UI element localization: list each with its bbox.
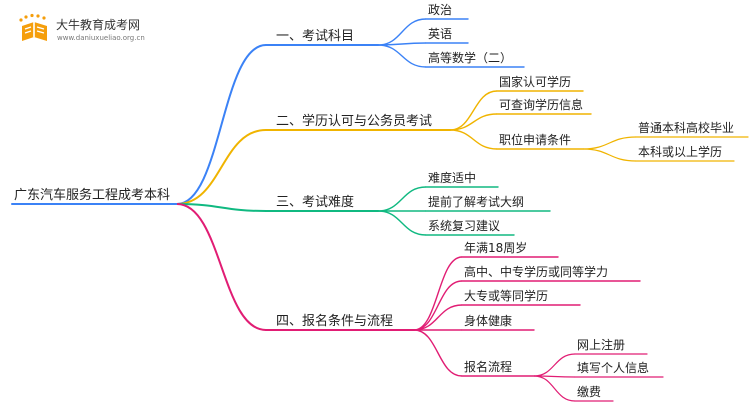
leaf-node-4-1: 年满18周岁	[464, 240, 527, 255]
leaf-node-4-3: 大专或等同学历	[464, 288, 548, 303]
branch-edge-3	[176, 203, 267, 212]
leaf-edge-4-5	[413, 329, 463, 377]
leaf-node-3-1: 难度适中	[428, 170, 476, 185]
leaf-edge-1-1	[377, 18, 427, 46]
leaf-edge-2-2	[449, 113, 498, 131]
leaf-node-3-3: 系统复习建议	[428, 219, 500, 233]
leaf-edge-1-3	[377, 44, 427, 68]
sub-node-3-4-3: 缴费	[577, 384, 601, 399]
sub-edge-3-4-1	[533, 353, 576, 377]
sub-node-3-4-1: 网上注册	[577, 337, 625, 352]
leaf-node-3-2: 提前了解考试大纲	[428, 194, 524, 209]
leaf-edge-4-3	[413, 304, 463, 331]
logo-title: 大牛教育成考网	[56, 18, 141, 32]
leaf-edge-2-3	[449, 129, 498, 150]
branch-edge-4	[176, 203, 267, 331]
leaf-edge-3-3	[377, 210, 427, 236]
branch-edge-2	[176, 129, 267, 205]
sub-edge-1-2-1	[582, 136, 637, 150]
leaf-node-2-1: 国家认可学历	[499, 74, 571, 89]
sub-node-1-2-2: 本科或以上学历	[638, 144, 722, 159]
leaf-edge-2-1	[449, 90, 498, 131]
sub-edge-3-4-3	[533, 375, 576, 402]
leaf-node-1-3: 高等数学（二）	[428, 50, 512, 65]
branch-node-4: 四、报名条件与流程	[276, 313, 393, 329]
sub-node-3-4-2: 填写个人信息	[577, 360, 649, 375]
site-logo: 大牛教育成考网 www.daniuxueliao.org.cn	[12, 10, 182, 50]
leaf-node-1-2: 英语	[428, 27, 452, 41]
logo-url: www.daniuxueliao.org.cn	[57, 34, 145, 42]
root-node: 广东汽车服务工程成考本科	[14, 187, 170, 203]
branch-node-3: 三、考试难度	[276, 194, 354, 210]
leaf-edge-4-1	[413, 256, 463, 331]
branch-node-2: 二、学历认可与公务员考试	[276, 113, 432, 129]
leaf-node-4-5: 报名流程	[464, 359, 512, 374]
sub-node-1-2-1: 普通本科高校毕业	[638, 120, 734, 135]
leaf-edge-3-1	[377, 186, 427, 212]
mindmap-edges	[11, 18, 749, 402]
leaf-node-4-4: 身体健康	[464, 313, 512, 328]
leaf-node-2-3: 职位申请条件	[499, 132, 571, 147]
leaf-node-1-1: 政治	[428, 3, 452, 17]
branch-edge-1	[176, 44, 267, 205]
branch-node-1: 一、考试科目	[276, 29, 354, 44]
leaf-node-2-2: 可查询学历信息	[499, 97, 583, 112]
sub-edge-1-2-2	[582, 148, 637, 162]
leaf-node-4-2: 高中、中专学历或同等学力	[464, 264, 608, 279]
book-logo-icon	[19, 13, 47, 41]
